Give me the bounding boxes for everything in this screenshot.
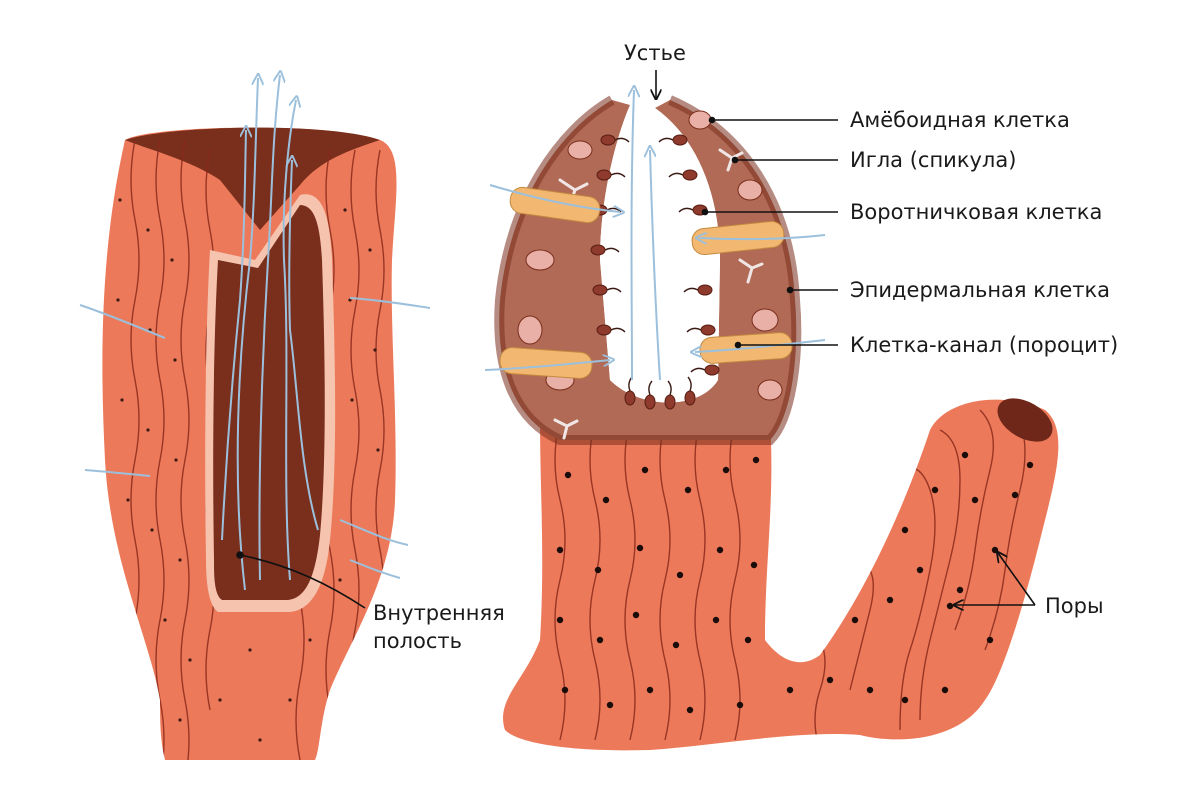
- label-epidermal-cell: Эпидермальная клетка: [850, 278, 1111, 302]
- pointer-cavity: [239, 554, 366, 609]
- label-porocyte: Клетка-канал (пороцит): [850, 333, 1119, 357]
- label-cavity-line1: Внутренняя: [373, 601, 505, 625]
- label-pores: Поры: [1045, 594, 1104, 618]
- left-sponge: [79, 75, 431, 760]
- sponge-colony-body: [503, 399, 1059, 751]
- label-spicule: Игла (спикула): [850, 148, 1017, 172]
- left-sponge-opening: [125, 127, 380, 230]
- label-amoeboid-cell: Амёбоидная клетка: [850, 108, 1070, 132]
- pointer-pores-1: [998, 553, 1036, 606]
- side-tube-opening: [997, 398, 1053, 442]
- label-mouth: Устье: [624, 41, 686, 65]
- pointer-lines: [236, 70, 1036, 609]
- label-cavity-line2: полость: [373, 629, 463, 653]
- right-sponge: [484, 90, 1059, 751]
- label-collar-cell: Воротничковая клетка: [850, 200, 1103, 224]
- inner-cavity: [213, 205, 325, 600]
